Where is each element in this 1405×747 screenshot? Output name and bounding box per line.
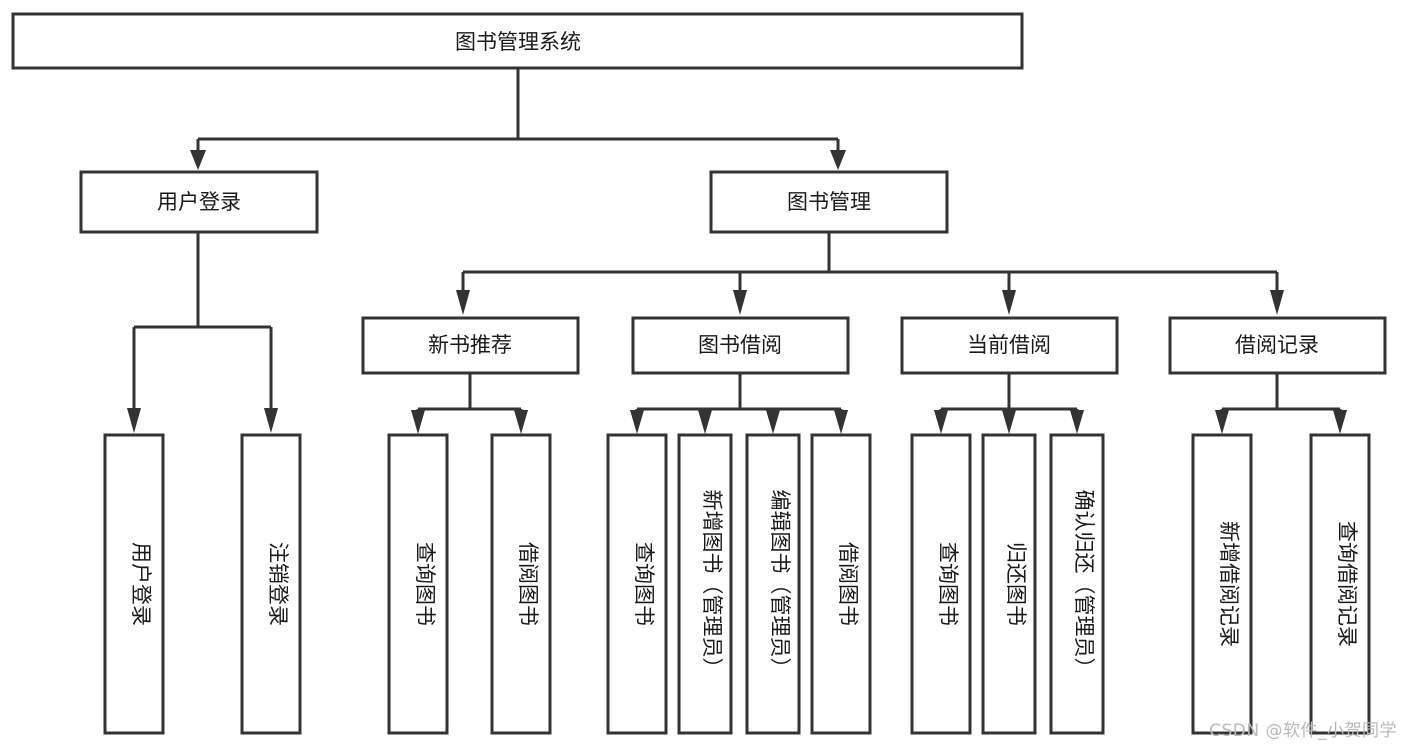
- node-borrow-record[interactable]: 借阅记录: [1168, 316, 1387, 375]
- arrow-head-book-manage: [830, 150, 846, 170]
- node-leaf-query-book-3-label: 查询图书: [936, 542, 960, 626]
- node-leaf-borrow-book-2-box[interactable]: [810, 433, 872, 735]
- arrow-head-new-book-rec: [456, 290, 470, 315]
- node-leaf-confirm-return-box[interactable]: [1049, 433, 1105, 735]
- node-leaf-confirm-return[interactable]: 确认归还（管理员）: [1049, 433, 1105, 735]
- node-leaf-add-book-label: 新增图书（管理员）: [700, 490, 724, 679]
- node-leaf-user-login-box[interactable]: [103, 433, 165, 735]
- arrow-head-leaf-logout-login: [264, 408, 278, 433]
- arrow-head-leaf-borrow-book-1: [514, 410, 528, 434]
- node-book-manage-label: 图书管理: [787, 190, 871, 214]
- node-leaf-user-login[interactable]: 用户登录: [103, 433, 165, 735]
- arrow-head-leaf-query-book-2: [630, 410, 644, 434]
- node-leaf-confirm-return-label: 确认归还（管理员）: [1072, 490, 1096, 679]
- arrow-head-leaf-return-book: [1002, 410, 1016, 434]
- node-leaf-query-book-3-box[interactable]: [910, 433, 972, 735]
- node-book-borrow-box[interactable]: [631, 316, 850, 375]
- node-leaf-add-record-label: 新增借阅记录: [1217, 521, 1241, 647]
- node-leaf-add-book[interactable]: 新增图书（管理员）: [677, 433, 733, 735]
- arrow-head-leaf-query-book-3: [934, 410, 948, 434]
- node-leaf-return-book-label: 归还图书: [1004, 542, 1028, 626]
- node-leaf-query-book-1[interactable]: 查询图书: [387, 433, 449, 735]
- node-leaf-query-book-2-label: 查询图书: [632, 542, 656, 626]
- node-leaf-borrow-book-2-label: 借阅图书: [836, 542, 860, 626]
- node-leaf-add-record[interactable]: 新增借阅记录: [1191, 433, 1253, 735]
- node-new-book-rec-box[interactable]: [361, 316, 580, 375]
- node-leaf-logout-login-box[interactable]: [240, 433, 302, 735]
- arrow-head-leaf-query-book-1: [411, 410, 425, 434]
- node-current-borrow-label: 当前借阅: [967, 333, 1051, 357]
- node-user-login-label: 用户登录: [157, 190, 241, 214]
- node-leaf-borrow-book-2[interactable]: 借阅图书: [810, 433, 872, 735]
- arrow-head-leaf-edit-book: [766, 410, 780, 434]
- arrow-head-leaf-add-record: [1215, 410, 1229, 434]
- node-root-box[interactable]: [11, 12, 1024, 70]
- node-current-borrow[interactable]: 当前借阅: [900, 316, 1119, 375]
- arrow-head-user-login: [190, 150, 206, 170]
- node-leaf-edit-book-label: 编辑图书（管理员）: [768, 490, 792, 679]
- arrow-head-leaf-add-book: [698, 410, 712, 434]
- node-leaf-add-book-box[interactable]: [677, 433, 733, 735]
- node-leaf-query-book-1-box[interactable]: [387, 433, 449, 735]
- node-leaf-return-book[interactable]: 归还图书: [981, 433, 1037, 735]
- node-leaf-query-record-box[interactable]: [1309, 433, 1371, 735]
- arrow-head-book-borrow: [733, 290, 747, 315]
- node-leaf-logout-login-label: 注销登录: [266, 542, 290, 626]
- node-book-manage[interactable]: 图书管理: [709, 170, 949, 234]
- node-user-login[interactable]: 用户登录: [79, 170, 319, 234]
- node-borrow-record-box[interactable]: [1168, 316, 1387, 375]
- node-new-book-rec[interactable]: 新书推荐: [361, 316, 580, 375]
- node-leaf-query-book-2-box[interactable]: [606, 433, 668, 735]
- node-leaf-borrow-book-1-box[interactable]: [490, 433, 552, 735]
- node-user-login-box[interactable]: [79, 170, 319, 234]
- node-current-borrow-box[interactable]: [900, 316, 1119, 375]
- node-book-borrow-label: 图书借阅: [698, 333, 782, 357]
- node-book-borrow[interactable]: 图书借阅: [631, 316, 850, 375]
- arrow-head-leaf-borrow-book-2: [834, 410, 848, 434]
- node-leaf-query-book-2[interactable]: 查询图书: [606, 433, 668, 735]
- connector-layer: [127, 69, 1347, 434]
- node-leaf-edit-book[interactable]: 编辑图书（管理员）: [745, 433, 801, 735]
- node-leaf-query-record-label: 查询借阅记录: [1335, 521, 1359, 647]
- node-leaf-logout-login[interactable]: 注销登录: [240, 433, 302, 735]
- arrow-head-leaf-user-login: [127, 408, 141, 433]
- node-leaf-return-book-box[interactable]: [981, 433, 1037, 735]
- arrow-head-leaf-confirm-return: [1070, 410, 1084, 434]
- node-book-manage-box[interactable]: [709, 170, 949, 234]
- arrow-head-leaf-query-record: [1333, 410, 1347, 434]
- node-leaf-borrow-book-1-label: 借阅图书: [516, 542, 540, 626]
- node-root-label: 图书管理系统: [455, 30, 581, 54]
- arrow-head-current-borrow: [1002, 290, 1016, 315]
- node-leaf-query-record[interactable]: 查询借阅记录: [1309, 433, 1371, 735]
- node-leaf-borrow-book-1[interactable]: 借阅图书: [490, 433, 552, 735]
- node-new-book-rec-label: 新书推荐: [428, 333, 512, 357]
- node-leaf-user-login-label: 用户登录: [129, 542, 153, 626]
- node-leaf-query-book-1-label: 查询图书: [413, 542, 437, 626]
- node-leaf-edit-book-box[interactable]: [745, 433, 801, 735]
- node-leaf-add-record-box[interactable]: [1191, 433, 1253, 735]
- arrow-head-borrow-record: [1270, 290, 1284, 315]
- node-root[interactable]: 图书管理系统: [11, 12, 1024, 70]
- node-leaf-query-book-3[interactable]: 查询图书: [910, 433, 972, 735]
- node-borrow-record-label: 借阅记录: [1235, 333, 1319, 357]
